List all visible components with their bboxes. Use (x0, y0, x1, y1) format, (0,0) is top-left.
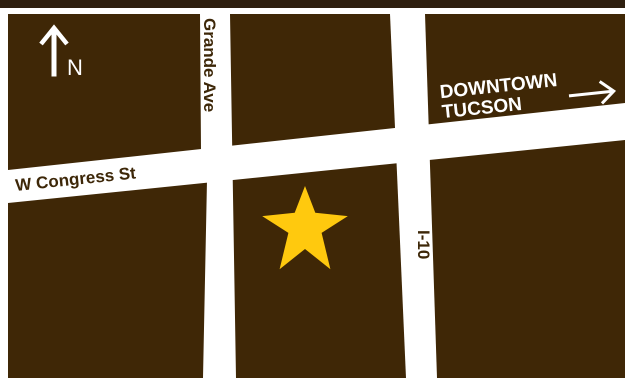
downtown-tucson-callout: DOWNTOWN TUCSON (439, 70, 617, 123)
arrow-right-icon (568, 80, 617, 105)
city-blocks (8, 14, 625, 378)
grande-ave-road (200, 14, 236, 378)
north-label: N (67, 55, 83, 80)
north-arrow-icon (39, 24, 69, 77)
grande-ave-label: Grande Ave (200, 18, 219, 112)
w-congress-st-road (8, 103, 625, 203)
star-icon (262, 186, 348, 270)
i10-road (390, 14, 437, 378)
i10-label: I-10 (414, 230, 433, 259)
